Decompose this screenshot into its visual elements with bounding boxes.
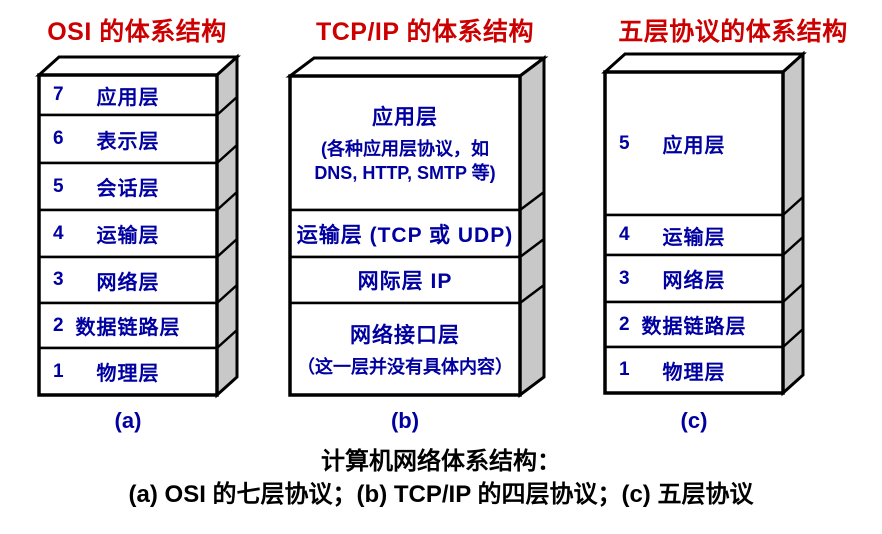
layer-label: 运输层 — [96, 225, 160, 247]
tcpip-title: TCP/IP 的体系结构 — [315, 18, 535, 46]
osi-layer-7: 7 应用层 — [39, 75, 217, 115]
layer-sublabel: （这一层并没有具体内容） — [297, 357, 513, 377]
osi-layer-3: 3 网络层 — [39, 257, 217, 303]
fivelayer-top-face — [601, 52, 807, 74]
layer-label: 网络层 — [96, 271, 160, 294]
layer-number: 1 — [619, 359, 630, 380]
layer-number: 2 — [53, 314, 64, 336]
caption-line-2: (a) OSI 的七层协议；(b) TCP/IP 的四层协议；(c) 五层协议 — [128, 481, 754, 508]
layer-label: 应用层 — [372, 106, 438, 129]
tcpip-side-face — [518, 55, 546, 398]
layer-label: 应用层 — [96, 86, 160, 109]
fivelayer-layer-3: 3 网络层 — [605, 255, 783, 302]
osi-layer-2: 2 数据链路层 — [39, 303, 217, 348]
layer-number: 4 — [619, 224, 630, 245]
layer-number: 6 — [53, 128, 64, 149]
layer-number: 5 — [619, 132, 630, 154]
layer-label: 网际层 IP — [357, 270, 453, 293]
tcpip-transport-layer: 运输层 (TCP 或 UDP) — [290, 210, 520, 257]
tcpip-application-layer: 应用层 (各种应用层协议，如 DNS, HTTP, SMTP 等) — [290, 76, 520, 210]
footer-label-c: (c) — [680, 408, 708, 433]
osi-layer-5: 5 会话层 — [39, 163, 217, 210]
layer-number: 5 — [53, 175, 64, 197]
layer-label: 网络层 — [662, 270, 726, 292]
layer-label: 物理层 — [662, 361, 726, 384]
osi-layer-6: 6 表示层 — [39, 115, 217, 163]
layer-label: 应用层 — [662, 135, 726, 157]
layer-label: 数据链路层 — [641, 316, 747, 338]
layer-sublabel: (各种应用层协议，如 DNS, HTTP, SMTP 等) — [314, 137, 495, 185]
fivelayer-layer-2: 2 数据链路层 — [605, 302, 783, 347]
layer-number: 1 — [53, 360, 64, 382]
layer-number: 7 — [53, 84, 64, 105]
layer-number: 3 — [619, 267, 630, 289]
osi-layer-1: 1 物理层 — [39, 348, 217, 395]
osi-top-face — [35, 55, 241, 77]
caption-line-1: 计算机网络体系结构： — [321, 448, 561, 475]
osi-stack — [35, 53, 241, 399]
tcpip-stack — [285, 55, 549, 398]
fivelayer-layer-1: 1 物理层 — [605, 347, 783, 393]
fivelayer-side-face — [781, 50, 805, 397]
footer-label-b: (b) — [390, 408, 420, 433]
fivelayer-title: 五层协议的体系结构 — [618, 18, 848, 46]
osi-title: OSI 的体系结构 — [47, 18, 227, 46]
layer-label: 数据链路层 — [75, 317, 181, 339]
fivelayer-layer-5: 5 应用层 — [605, 72, 783, 215]
osi-layer-4: 4 运输层 — [39, 210, 217, 257]
fivelayer-layer-4: 4 运输层 — [605, 215, 783, 255]
layer-number: 3 — [53, 269, 64, 290]
layer-label: 运输层 — [662, 226, 726, 249]
tcpip-top-face — [285, 56, 549, 78]
layer-label: 会话层 — [96, 178, 160, 200]
layer-label: 网络接口层 — [350, 324, 460, 347]
fivelayer-stack — [601, 50, 807, 397]
layer-label: 运输层 (TCP 或 UDP) — [296, 223, 514, 247]
tcpip-network-interface-layer: 网络接口层 （这一层并没有具体内容） — [290, 303, 520, 395]
sub-line-1: (各种应用层协议，如 — [320, 139, 489, 159]
layer-label: 物理层 — [96, 363, 160, 385]
layer-number: 4 — [53, 222, 64, 244]
tcpip-internet-layer: 网际层 IP — [290, 257, 520, 303]
layer-number: 2 — [619, 313, 630, 335]
layer-label: 表示层 — [96, 130, 160, 153]
sub-line-2: DNS, HTTP, SMTP 等) — [314, 163, 496, 183]
footer-label-a: (a) — [114, 408, 142, 433]
